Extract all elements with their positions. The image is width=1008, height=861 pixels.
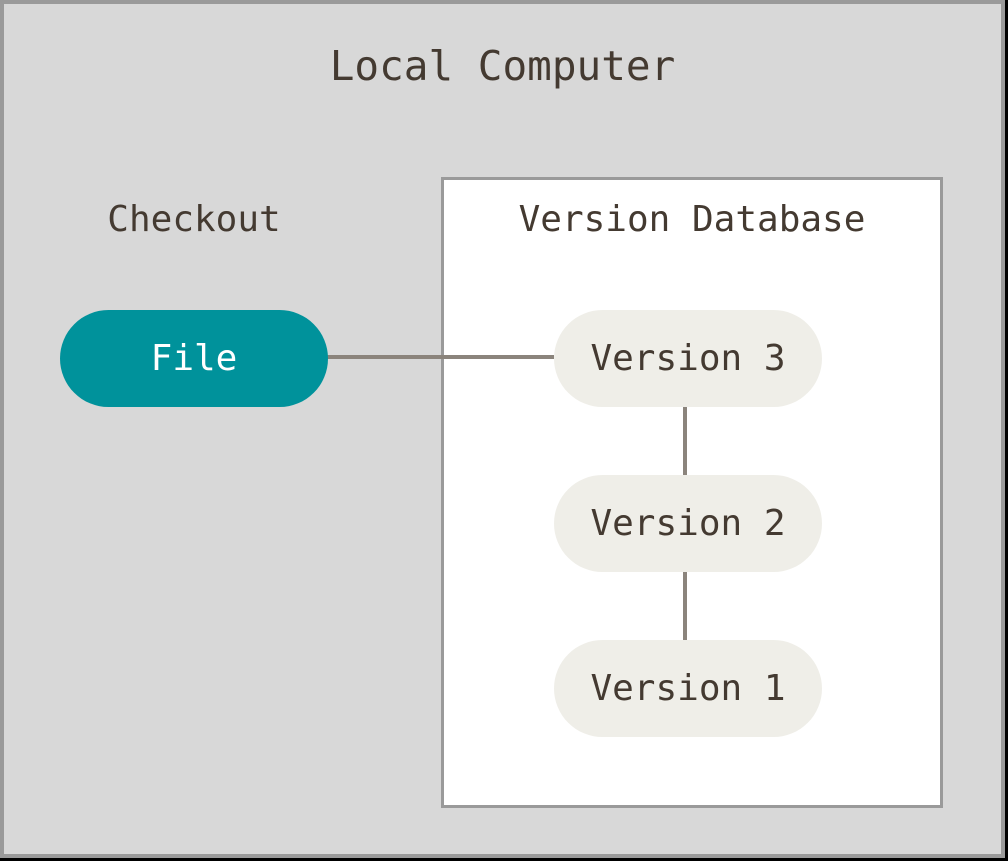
version-3-node: Version 3: [554, 310, 822, 407]
version-2-label: Version 2: [590, 503, 786, 544]
connector-file-to-version3: [327, 355, 554, 359]
version-database-title: Version Database: [518, 199, 866, 240]
diagram-title: Local Computer: [329, 42, 676, 90]
version-1-node: Version 1: [554, 640, 822, 737]
connector-version3-to-version2: [683, 407, 687, 475]
version-3-label: Version 3: [590, 338, 786, 379]
file-node: File: [60, 310, 328, 407]
file-node-label: File: [150, 338, 238, 379]
checkout-label: Checkout: [107, 199, 281, 240]
connector-version2-to-version1: [683, 572, 687, 640]
version-1-label: Version 1: [590, 668, 786, 709]
version-2-node: Version 2: [554, 475, 822, 572]
